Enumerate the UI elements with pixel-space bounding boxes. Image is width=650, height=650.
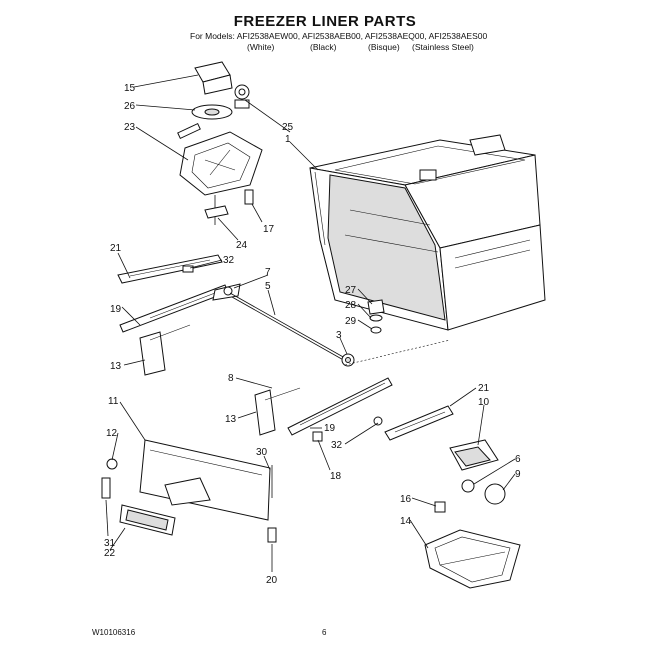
variant-white: (White) xyxy=(247,42,275,52)
lower-rails-drawing xyxy=(254,377,454,442)
callout-24: 24 xyxy=(236,240,248,251)
callout-6: 6 xyxy=(515,454,521,465)
callout-29: 29 xyxy=(345,316,357,327)
callout-14: 14 xyxy=(400,516,412,527)
callout-5: 5 xyxy=(265,281,271,292)
callout-8: 8 xyxy=(228,373,234,384)
callout-28: 28 xyxy=(345,300,357,311)
callout-11: 11 xyxy=(108,396,119,407)
variant-stainless: (Stainless Steel) xyxy=(412,42,474,52)
callout-32-lower: 32 xyxy=(331,440,343,451)
callout-12: 12 xyxy=(106,428,118,439)
left-upper-rail-drawing xyxy=(117,254,241,376)
callout-7: 7 xyxy=(265,267,271,278)
callout-23: 23 xyxy=(124,122,136,133)
callout-30: 30 xyxy=(256,447,268,458)
doc-number: W10106316 xyxy=(92,628,136,637)
variant-black: (Black) xyxy=(310,42,337,52)
callout-18: 18 xyxy=(330,471,342,482)
callout-26: 26 xyxy=(124,101,136,112)
callout-27: 27 xyxy=(345,285,357,296)
callout-25: 25 xyxy=(282,122,294,133)
callout-32-upper: 32 xyxy=(223,255,235,266)
callout-13-lower: 13 xyxy=(225,414,237,425)
diagram-title: FREEZER LINER PARTS xyxy=(233,13,417,30)
callout-13-upper: 13 xyxy=(110,361,122,372)
drawer-panel-drawing xyxy=(101,439,277,543)
glide-rod-drawing xyxy=(229,292,451,367)
callout-16: 16 xyxy=(400,494,412,505)
variant-bisque: (Bisque) xyxy=(368,42,400,52)
callout-21-lower: 21 xyxy=(478,383,490,394)
models-line: For Models: AFI2538AEW00, AFI2538AEB00, … xyxy=(190,31,488,41)
callout-1: 1 xyxy=(285,134,291,145)
housing-assembly-drawing xyxy=(177,61,263,225)
callout-22: 22 xyxy=(104,548,116,559)
callout-labels: 15 26 23 25 1 17 24 21 32 7 5 27 28 29 3… xyxy=(104,83,521,586)
callout-15: 15 xyxy=(124,83,136,94)
callout-20: 20 xyxy=(266,575,278,586)
callout-3: 3 xyxy=(336,330,342,341)
callout-10: 10 xyxy=(478,397,490,408)
callout-31: 31 xyxy=(104,538,116,549)
freezer-liner-drawing xyxy=(309,134,546,331)
callout-9: 9 xyxy=(515,469,521,480)
callout-21-upper: 21 xyxy=(110,243,122,254)
tray-assembly-drawing xyxy=(424,439,521,589)
callout-19-upper: 19 xyxy=(110,304,122,315)
page-number: 6 xyxy=(322,628,327,637)
callout-17: 17 xyxy=(263,224,275,235)
callout-19-lower: 19 xyxy=(324,423,336,434)
leader-lines xyxy=(105,74,516,572)
